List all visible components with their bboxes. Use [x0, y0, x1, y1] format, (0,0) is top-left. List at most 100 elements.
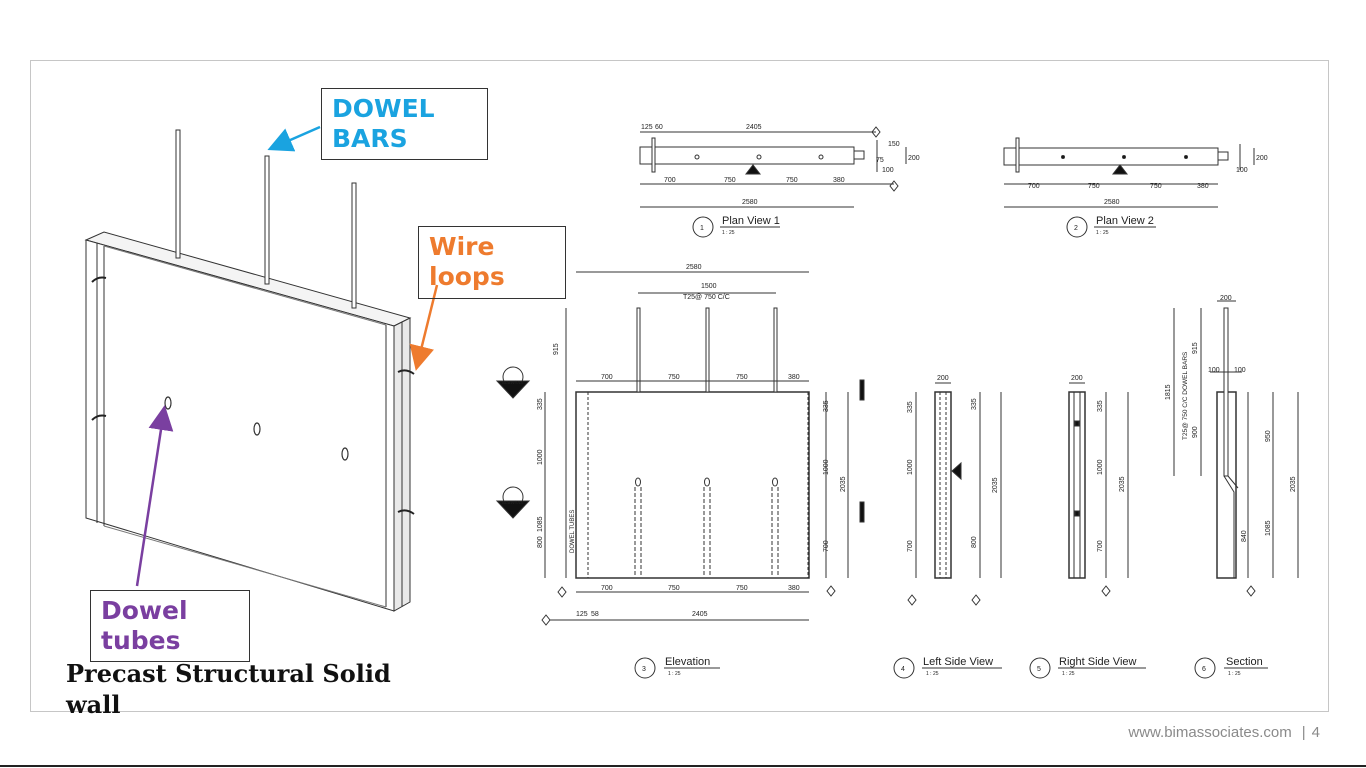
- dim-label: 700: [907, 540, 914, 552]
- dim-label: 335: [971, 398, 978, 410]
- dim-label: 335: [823, 400, 830, 412]
- wall-3d-model: [84, 231, 412, 612]
- section-tag: BLBW/016: [502, 380, 524, 385]
- section-view: [1173, 300, 1299, 679]
- dim-label: 200: [908, 155, 920, 162]
- dowel-bars-3d: [175, 129, 357, 309]
- page-number: 4: [1311, 724, 1320, 741]
- dim-label: 2580: [1104, 199, 1120, 206]
- dim-label: 1815: [1165, 384, 1172, 400]
- elevation-view: [495, 271, 865, 679]
- dim-label: 335: [907, 401, 914, 413]
- dim-label: 1085: [1265, 520, 1272, 536]
- dim-label: 750: [1150, 183, 1162, 190]
- dim-label: 1500: [701, 283, 717, 290]
- view-title: Plan View 2: [1096, 215, 1154, 227]
- dim-label: 100: [882, 167, 894, 174]
- dim-label: 750: [724, 177, 736, 184]
- dowel-tubes-callout: Dowel tubes: [90, 590, 250, 662]
- dim-label: 2035: [992, 477, 999, 493]
- dim-label: 125: [641, 124, 653, 131]
- dim-label: 1000: [823, 459, 830, 475]
- dim-label: 1085: [537, 516, 544, 532]
- section-labels: 200 100 100 1815 T25@ 750 C/C DOWEL BARS…: [1165, 295, 1297, 677]
- slide-caption: Precast Structural Solid wall: [66, 659, 391, 719]
- plan-view-1: [639, 126, 907, 238]
- dim-label: 2580: [686, 264, 702, 271]
- elevation-labels: 2580 1500 T25@ 750 C/C 700 750 750 380 7…: [502, 264, 847, 677]
- dim-label: 1000: [907, 459, 914, 475]
- dim-label: 700: [664, 177, 676, 184]
- plan-view-1-labels: 125 60 2405 700 750 750 380 2580 150 200…: [641, 124, 920, 236]
- view-number: 5: [1037, 666, 1041, 673]
- dim-label: 1000: [1097, 459, 1104, 475]
- dim-label: 2405: [692, 611, 708, 618]
- dim-label: 380: [788, 585, 800, 592]
- dim-label: 60: [655, 124, 663, 131]
- dim-label: 700: [601, 374, 613, 381]
- dim-label: T25@ 750 C/C: [683, 294, 730, 301]
- right-side-labels: 200 335 1000 700 2035 5 Right Side View …: [1037, 375, 1137, 677]
- view-scale: 1 : 25: [1228, 671, 1241, 677]
- dim-label: 75: [876, 157, 884, 164]
- footer-website: www.bimassociates.com: [1128, 724, 1292, 741]
- view-scale: 1 : 25: [668, 671, 681, 677]
- view-title: Section: [1226, 656, 1263, 668]
- plan-view-2-labels: 700 750 750 380 2580 100 200 2 Plan View…: [1028, 155, 1268, 236]
- dim-label: 200: [1071, 375, 1083, 382]
- dim-label: 100: [1236, 167, 1248, 174]
- section-tag: BLBW/016: [502, 500, 524, 505]
- left-side-labels: 200 335 1000 700 335 2035 800 4 Left Sid…: [901, 375, 999, 677]
- dim-label: 335: [1097, 400, 1104, 412]
- wire-loops-callout: Wire loops: [418, 226, 566, 299]
- view-title: Plan View 1: [722, 215, 780, 227]
- dim-label: 700: [601, 585, 613, 592]
- dim-label: 915: [1192, 342, 1199, 354]
- dim-label: 125: [576, 611, 588, 618]
- dowel-bar-note: T25@ 750 C/C DOWEL BARS: [1182, 351, 1189, 440]
- dim-label: 800: [537, 536, 544, 548]
- dim-label: 1000: [537, 449, 544, 465]
- dim-label: 200: [1256, 155, 1268, 162]
- dim-label: 2580: [742, 199, 758, 206]
- dim-label: 200: [1220, 295, 1232, 302]
- view-scale: 1 : 25: [926, 671, 939, 677]
- left-side-view: [893, 382, 1002, 679]
- view-number: 4: [901, 666, 905, 673]
- dowel-bars-callout: DOWEL BARS: [321, 88, 488, 160]
- dim-label: 950: [1265, 430, 1272, 442]
- view-title: Right Side View: [1059, 656, 1137, 668]
- dim-label: 700: [1097, 540, 1104, 552]
- footer-separator: |: [1301, 724, 1306, 741]
- dim-label: 58: [591, 611, 599, 618]
- dim-label: 2035: [1290, 476, 1297, 492]
- dim-label: 335: [537, 398, 544, 410]
- dim-label: 700: [823, 540, 830, 552]
- dim-label: 800: [971, 536, 978, 548]
- right-side-view: [1029, 382, 1146, 679]
- dim-label: 380: [788, 374, 800, 381]
- dowel-tubes-arrow: [135, 405, 174, 587]
- dim-label: 2405: [746, 124, 762, 131]
- view-number: 2: [1074, 225, 1078, 232]
- dim-label: 900: [1192, 426, 1199, 438]
- dim-label: 750: [736, 585, 748, 592]
- bottom-divider: [0, 765, 1366, 767]
- dim-label: 100: [1234, 367, 1246, 374]
- footer: www.bimassociates.com | 4: [1128, 724, 1320, 741]
- view-title: Elevation: [665, 656, 710, 668]
- view-scale: 1 : 25: [722, 230, 735, 236]
- dim-label: 750: [786, 177, 798, 184]
- dim-label: 750: [736, 374, 748, 381]
- view-number: 3: [642, 666, 646, 673]
- view-scale: 1 : 25: [1062, 671, 1075, 677]
- plan-view-2: [1003, 137, 1255, 238]
- dim-label: 750: [1088, 183, 1100, 190]
- dim-label: 380: [833, 177, 845, 184]
- view-scale: 1 : 25: [1096, 230, 1109, 236]
- dim-label: 2035: [840, 476, 847, 492]
- wire-loops-3d: [91, 276, 415, 515]
- dim-label: 150: [888, 141, 900, 148]
